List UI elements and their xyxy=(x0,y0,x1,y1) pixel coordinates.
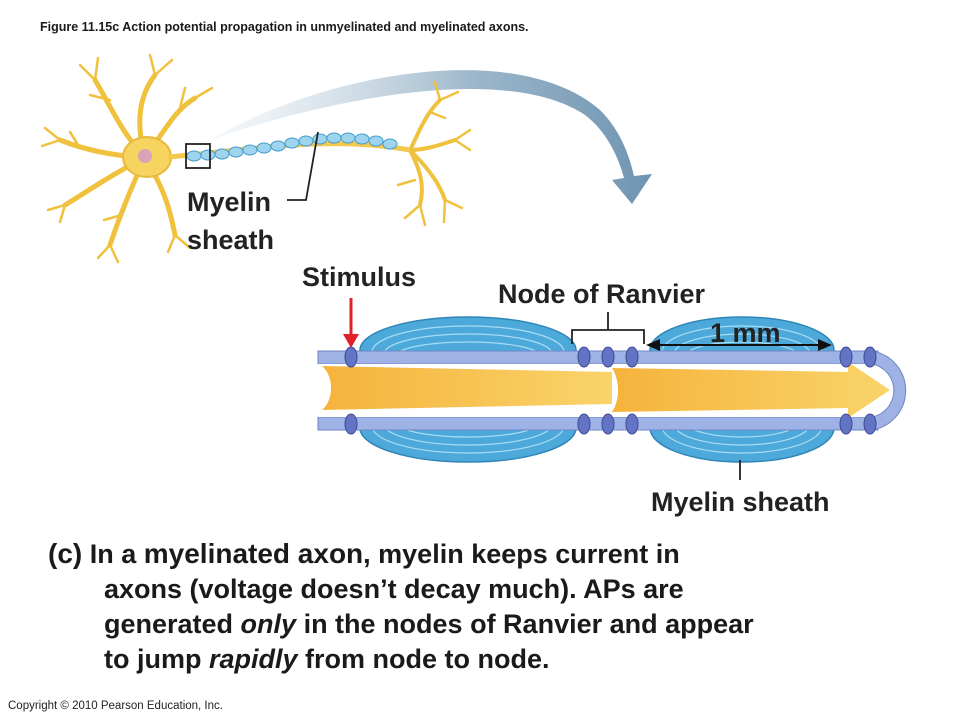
desc-line4-c: from node to node. xyxy=(297,644,550,674)
nucleus xyxy=(138,149,152,163)
desc-line3: generated only in the nodes of Ranvier a… xyxy=(48,607,928,642)
desc-text-3: , myelin keeps current in xyxy=(363,539,680,569)
desc-emphasis: myelinated axon xyxy=(143,538,364,569)
distance-arrow xyxy=(646,339,832,351)
stimulus-arrow xyxy=(343,298,359,348)
figure-caption: Figure 11.15c Action potential propagati… xyxy=(40,20,529,34)
current-flow-arrows xyxy=(322,362,890,418)
myelin-label-line1: Myelin xyxy=(187,187,272,217)
desc-line4-a: to jump xyxy=(104,644,209,674)
desc-line4-b: rapidly xyxy=(208,644,298,674)
myelin-leader-top xyxy=(287,131,319,201)
myelin-label-line2: sheath xyxy=(187,225,275,255)
desc-line4: to jump rapidly from node to node. xyxy=(48,642,928,677)
desc-line1: (c) In a myelinated axon, myelin keeps c… xyxy=(48,538,680,569)
node-of-ranvier-label: Node of Ranvier xyxy=(498,279,706,309)
zoom-box xyxy=(185,143,211,169)
distance-label: 1 mm xyxy=(710,318,781,348)
part-label: (c) xyxy=(48,538,83,569)
desc-line3-c: in the nodes of Ranvier and appear xyxy=(296,609,754,639)
ion-channels xyxy=(344,346,877,435)
copyright: Copyright © 2010 Pearson Education, Inc. xyxy=(8,700,223,712)
figure-description: (c) In a myelinated axon, myelin keeps c… xyxy=(48,536,928,677)
desc-line3-b: only xyxy=(240,609,297,639)
desc-text-1: In a xyxy=(82,539,144,569)
desc-line3-a: generated xyxy=(104,609,241,639)
myelin-sheath-label-top: Myelin sheath xyxy=(187,183,274,259)
desc-line2: axons (voltage doesn’t decay much). APs … xyxy=(104,574,684,604)
node-bracket xyxy=(571,329,645,344)
zoom-curved-arrow xyxy=(210,70,652,205)
myelin-beads xyxy=(186,132,398,162)
myelin-sheath-label-bottom: Myelin sheath xyxy=(651,487,830,517)
stimulus-label: Stimulus xyxy=(302,262,417,292)
